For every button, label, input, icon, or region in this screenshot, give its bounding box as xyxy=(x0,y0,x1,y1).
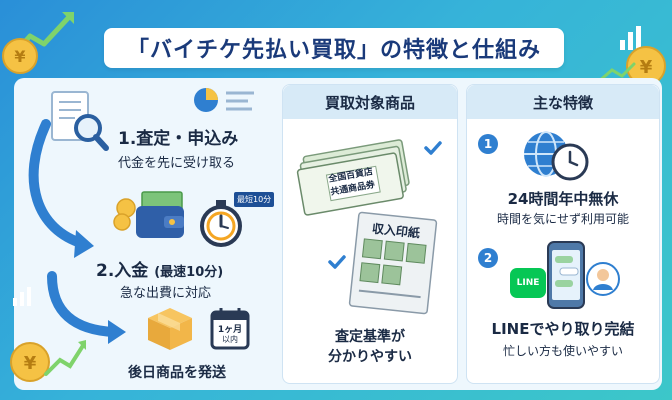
stopwatch-icon xyxy=(200,200,242,247)
growth-arrow-icon xyxy=(44,340,86,376)
timer-tag: 最短10分 xyxy=(234,192,275,207)
step2-title: 2.入金 (最速10分) xyxy=(96,256,223,281)
wallet-money-icon xyxy=(113,191,184,238)
flow-arrow-icon xyxy=(28,119,94,258)
svg-text:¥: ¥ xyxy=(14,47,25,66)
flow-arrow-icon xyxy=(47,271,126,344)
revenue-stamp-icon xyxy=(348,211,438,315)
target-products-header: 買取対象商品 xyxy=(283,85,457,119)
user-avatar-icon xyxy=(586,262,620,296)
bar-chart-icon xyxy=(620,26,641,50)
middle-caption-line1: 査定基準が xyxy=(335,329,405,345)
feature1-subtitle: 時間を気にせず利用可能 xyxy=(496,212,629,226)
main-features-header: 主な特徴 xyxy=(467,85,659,119)
bar-chart-icon xyxy=(13,287,31,306)
yen-coin-icon: ¥ xyxy=(2,38,38,74)
yen-coin-icon: ¥ xyxy=(626,46,666,86)
gift-voucher-icon xyxy=(296,139,410,216)
calendar-bottom-label: 以内 xyxy=(222,335,238,344)
main-features-column: 主な特徴 xyxy=(466,84,660,384)
globe-clock-icon xyxy=(524,131,589,181)
feature1-badge: 1 xyxy=(478,134,498,154)
feature2-title: LINEでやり取り完結 xyxy=(491,320,635,338)
step1-title: 1.査定・申込み xyxy=(118,129,239,149)
page-title: 「バイチケ先払い買取」の特徴と仕組み xyxy=(126,38,541,63)
calendar-icon xyxy=(210,308,250,350)
page-title-bar: 「バイチケ先払い買取」の特徴と仕組み xyxy=(104,28,564,68)
timer-tag-label: 最短10分 xyxy=(237,195,272,204)
calendar-top-label: 1ヶ月 xyxy=(217,325,243,335)
step2-subtitle: 急な出費に対応 xyxy=(120,286,212,301)
smartphone-chat-icon xyxy=(547,241,585,309)
checkmark-icon xyxy=(424,141,442,155)
list-lines-icon xyxy=(226,91,254,111)
yen-coin-icon: ¥ xyxy=(10,342,50,382)
line-app-label: LINE xyxy=(516,278,540,288)
line-app-icon: LINE xyxy=(510,268,546,298)
step2-title-main: 2.入金 xyxy=(96,261,149,281)
feature1-title: 24時間年中無休 xyxy=(507,190,619,208)
middle-caption-line2: 分かりやすい xyxy=(328,349,412,365)
step1-subtitle: 代金を先に受け取る xyxy=(118,156,236,171)
package-box-icon xyxy=(148,308,192,350)
checkmark-icon xyxy=(328,255,346,269)
step3-subtitle: 後日商品を発送 xyxy=(128,365,226,381)
svg-text:¥: ¥ xyxy=(640,57,653,78)
step2-title-paren: (最速10分) xyxy=(154,265,224,280)
feature2-badge: 2 xyxy=(478,248,498,268)
feature2-subtitle: 忙しい方も使いやすい xyxy=(502,344,623,358)
growth-arrow-icon xyxy=(596,62,636,84)
pie-chart-icon xyxy=(194,88,218,112)
svg-text:¥: ¥ xyxy=(24,353,37,374)
document-search-icon xyxy=(51,91,109,151)
